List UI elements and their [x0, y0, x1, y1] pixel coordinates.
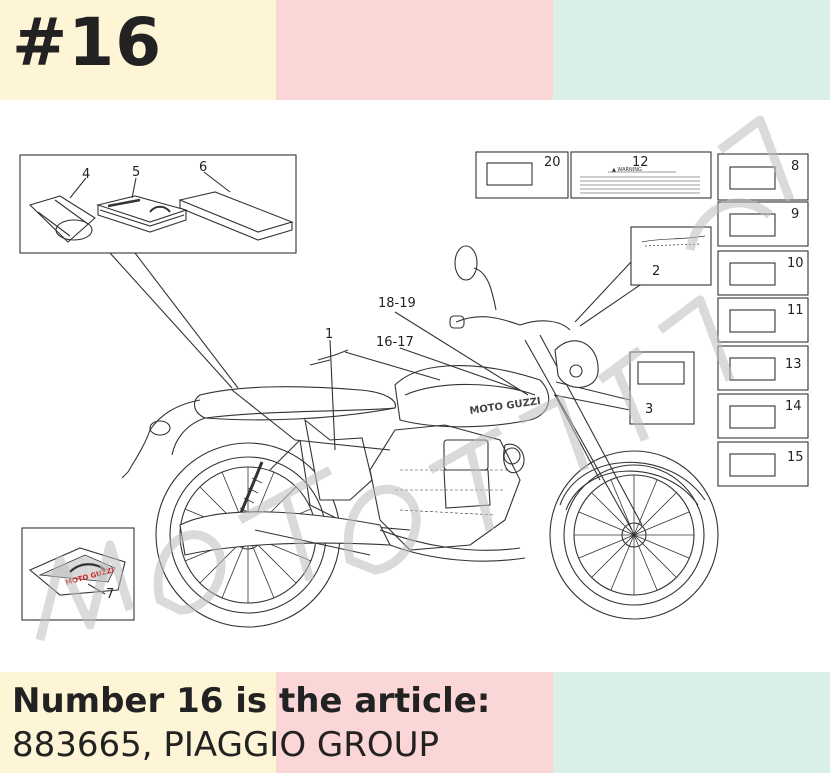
callout-10: 10: [787, 256, 804, 271]
manual-part: [95, 195, 188, 233]
footer-article-value: 883665, PIAGGIO GROUP: [12, 725, 440, 765]
folder-part: [178, 191, 294, 241]
callout-9: 9: [791, 207, 799, 222]
warning-label-text: ▲ WARNING: [612, 167, 642, 173]
label-box-13: [717, 345, 809, 391]
inset-box-documents: [19, 154, 297, 254]
callout-8: 8: [791, 159, 799, 174]
label-box-10: [717, 250, 809, 296]
inset-box-tank-sticker: [21, 527, 135, 621]
watermark-graphic: [35, 115, 795, 642]
footer-band-pink: [276, 672, 553, 773]
header-band-pink: [276, 0, 553, 100]
callout-18-19: 18-19: [378, 296, 416, 311]
callout-15: 15: [787, 450, 804, 465]
callout-2: 2: [652, 264, 660, 279]
callout-7: 7: [106, 587, 114, 602]
label-box-2: [630, 226, 712, 286]
header-band-yellow: [0, 0, 276, 100]
callout-6: 6: [199, 160, 207, 175]
label-box-11: [717, 297, 809, 343]
callout-3: 3: [645, 402, 653, 417]
parts-diagram: MOTO GUZZI MOTO GUZZI ▲ WARNING 4 5 6 20…: [19, 115, 809, 642]
footer-band-mint: [553, 672, 830, 773]
callout-5: 5: [132, 165, 140, 180]
label-box-15: [717, 441, 809, 487]
callout-11: 11: [787, 303, 804, 318]
label-box-14: [717, 393, 809, 439]
label-box-9: [717, 201, 809, 247]
footer-band-yellow: [0, 672, 276, 773]
label-box-20: [475, 151, 569, 199]
motorcycle-drawing: [121, 245, 719, 628]
label-box-3: [629, 351, 695, 425]
callout-16-17: 16-17: [376, 335, 414, 350]
callout-13: 13: [785, 357, 802, 372]
pouch-part: [28, 195, 96, 243]
callout-20: 20: [544, 155, 561, 170]
footer-article-label: Number 16 is the article:: [12, 681, 491, 721]
label-box-12: [570, 151, 712, 199]
header-band-mint: [553, 0, 830, 100]
label-box-8: [717, 153, 809, 201]
page-title: #16: [12, 4, 163, 81]
callout-4: 4: [82, 167, 90, 182]
callout-12: 12: [632, 155, 649, 170]
callout-1: 1: [325, 327, 333, 342]
callout-14: 14: [785, 399, 802, 414]
